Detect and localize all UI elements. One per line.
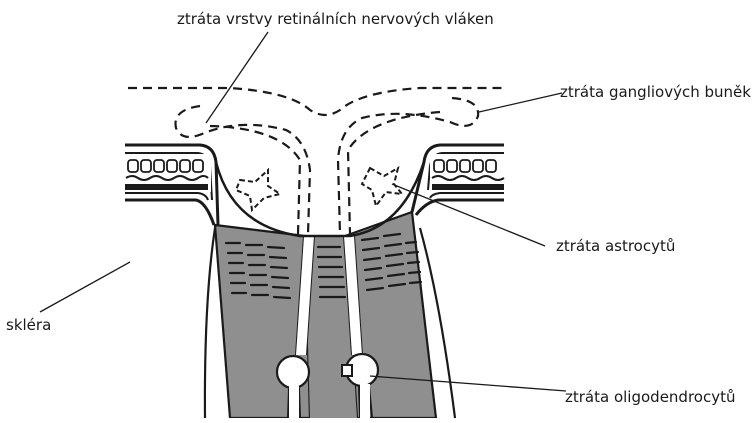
label-sclera: skléra [6, 316, 51, 334]
retina-right [412, 145, 504, 215]
photoreceptor-row-right [434, 160, 496, 172]
leader-sclera [40, 262, 130, 312]
leader-rnfl [206, 32, 268, 123]
astrocyte-right [362, 168, 402, 206]
sclera-boundary-left [205, 228, 215, 418]
rnfl-inner-left-dashed [210, 126, 300, 234]
label-oligodendrocyte-loss: ztráta oligodendrocytů [565, 388, 735, 406]
leader-ganglion [479, 93, 562, 112]
label-ganglion-loss: ztráta gangliových buněk [560, 83, 751, 101]
label-rnfl-loss: ztráta vrstvy retinálních nervových vlák… [177, 10, 494, 28]
retina-left [125, 145, 218, 225]
astrocyte-left [236, 170, 280, 210]
label-astrocyte-loss: ztráta astrocytů [556, 237, 675, 255]
